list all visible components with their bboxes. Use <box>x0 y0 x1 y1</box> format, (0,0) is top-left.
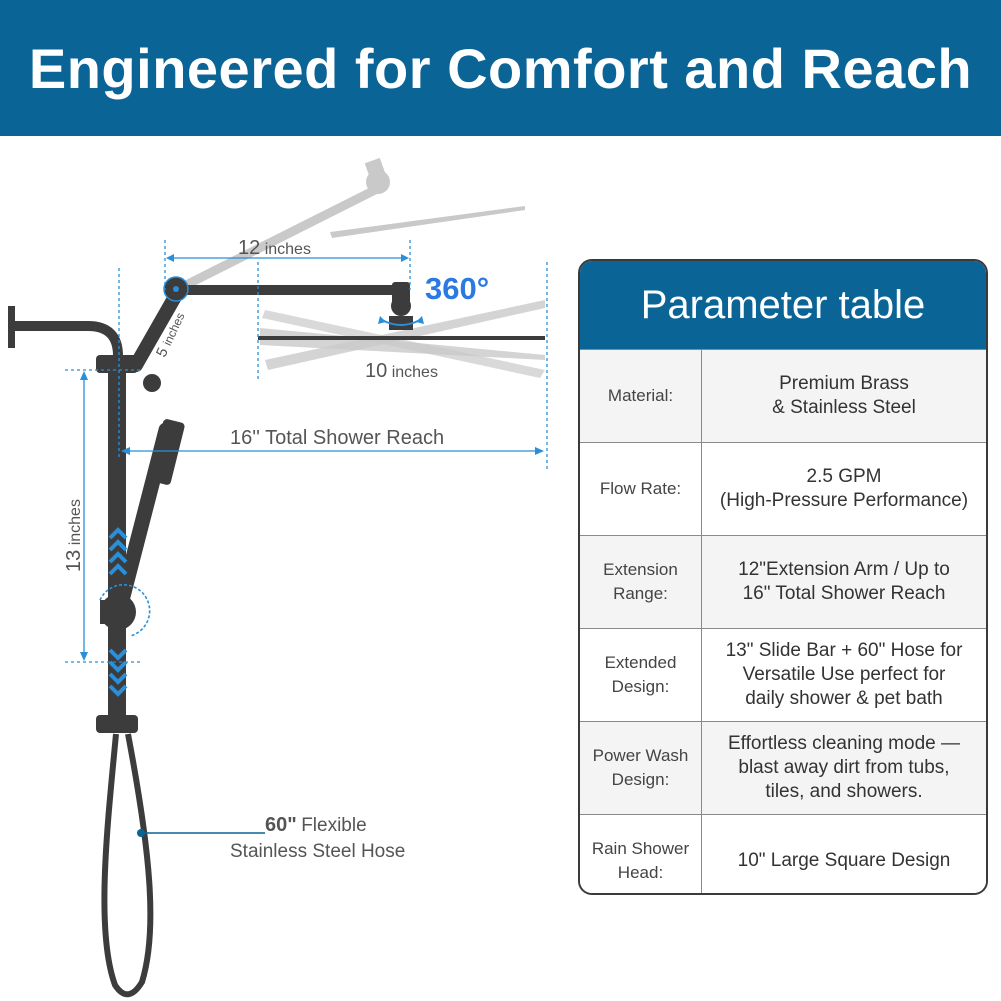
slide-bar-value: 13 <box>63 550 85 572</box>
head-size-label: 10 inches <box>365 360 438 382</box>
hose-label-text: Flexible <box>301 815 366 836</box>
row-label: Flow Rate: <box>580 443 702 535</box>
page-title: Engineered for Comfort and Reach <box>28 36 973 100</box>
row-value: 13" Slide Bar + 60" Hose for Versatile U… <box>725 640 963 709</box>
row-value: Premium Brass & Stainless Steel <box>772 373 916 418</box>
row-value: 12"Extension Arm / Up to 16" Total Showe… <box>738 559 950 604</box>
arm-length-unit: inches <box>265 241 311 258</box>
arm-length-label: 12 inches <box>238 237 311 259</box>
table-row: Rain Shower Head: 10" Large Square Desig… <box>580 814 986 893</box>
table-row: Power Wash Design: Effortless cleaning m… <box>580 721 986 814</box>
parameter-table: Parameter table Material: Premium Brass … <box>578 259 988 895</box>
table-row: Extended Design: 13" Slide Bar + 60" Hos… <box>580 628 986 721</box>
row-label: Extension Range: <box>580 536 702 628</box>
row-value: Effortless cleaning mode — blast away di… <box>728 733 960 802</box>
flexible-hose <box>101 733 154 998</box>
arm-length-value: 12 <box>238 237 260 259</box>
slide-down-chevrons <box>108 648 128 697</box>
total-reach-label: 16'' Total Shower Reach <box>230 427 444 449</box>
shower-diagram: 12 inches 5 inches 360° 10 inches 16'' T… <box>8 157 548 998</box>
rain-shower-head <box>258 282 545 340</box>
parameter-rows: Material: Premium Brass & Stainless Stee… <box>580 349 986 893</box>
hose-length-value: 60" <box>265 814 297 836</box>
table-row: Material: Premium Brass & Stainless Stee… <box>580 349 986 442</box>
elbow-length-value: 5 <box>153 345 172 360</box>
rotation-label: 360° <box>425 271 489 306</box>
table-row: Flow Rate: 2.5 GPM (High-Pressure Perfor… <box>580 442 986 535</box>
table-row: Extension Range: 12"Extension Arm / Up t… <box>580 535 986 628</box>
slide-bar-unit: inches <box>67 499 84 545</box>
parameter-table-title: Parameter table <box>580 261 986 349</box>
ghost-arm-positions <box>175 157 545 378</box>
row-label: Extended Design: <box>580 629 702 721</box>
dimension-lines <box>65 240 548 663</box>
head-size-unit: inches <box>392 364 438 381</box>
hose-label-line2: Stainless Steel Hose <box>230 841 405 862</box>
handheld-shower <box>112 419 185 616</box>
hose-label-line1: 60" Flexible <box>265 814 367 836</box>
head-size-value: 10 <box>365 360 387 382</box>
row-value: 2.5 GPM (High-Pressure Performance) <box>719 466 969 511</box>
row-label: Rain Shower Head: <box>580 815 702 893</box>
header-banner: Engineered for Comfort and Reach <box>0 0 1001 136</box>
extension-arm <box>129 276 405 392</box>
row-value: 10" Large Square Design <box>737 850 951 871</box>
slide-up-chevrons <box>108 527 128 576</box>
slide-bar-label: 13 inches <box>63 499 85 572</box>
holder-rotate-arrow <box>99 583 151 637</box>
row-label: Material: <box>580 350 702 442</box>
row-label: Power Wash Design: <box>580 722 702 814</box>
